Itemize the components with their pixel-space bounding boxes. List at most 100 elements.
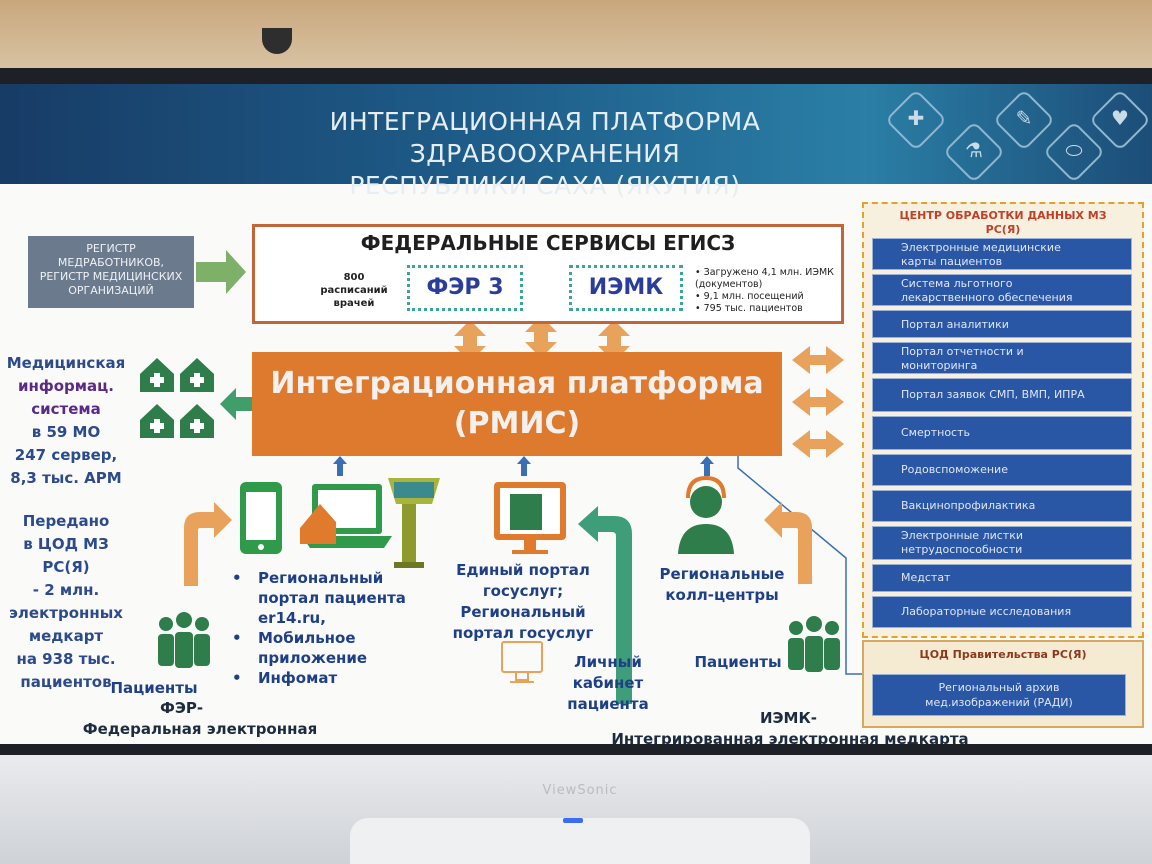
monitor-stand-foot (350, 818, 810, 864)
rmis-line-1: Интеграционная платформа (270, 366, 764, 401)
data-center-panel: ЦЕНТР ОБРАБОТКИ ДАННЫХ МЗ РС(Я) Электрон… (862, 202, 1144, 638)
service-emk: Электронные медицинские карты пациентов (872, 238, 1132, 270)
mis-line-2: информац. (18, 377, 114, 395)
flask-glyph-icon: ⚗ (965, 138, 983, 162)
leftright-arrow-3-icon (792, 430, 844, 458)
updown-arrow-2-icon (525, 316, 557, 358)
transfer-line-5: медкарт (28, 627, 104, 645)
patients-right-label: Пациенты (694, 653, 782, 671)
up-arrow-callcenter-icon (700, 456, 714, 476)
government-data-center-panel: ЦОД Правительства РС(Я) Региональный арх… (862, 640, 1144, 728)
federal-title: ФЕДЕРАЛЬНЫЕ СЕРВИСЫ ЕГИСЗ (360, 231, 736, 255)
fer-legend: ФЭР- Федеральная электронная регистратур… (30, 698, 370, 744)
service-line: Электронные листки (901, 529, 1024, 542)
capsule-glyph-icon: ⬭ (1065, 138, 1083, 162)
cross-glyph-icon: ✚ (907, 106, 925, 130)
fer3-box: ФЭР 3 (407, 265, 523, 311)
patients-right-group-icon (788, 616, 840, 672)
leftright-arrow-2-icon (792, 388, 844, 416)
rmis-center-arrows (792, 346, 844, 458)
gosuslugi-label: Единый портал госуслуг; Региональный пор… (448, 560, 598, 644)
mis-line-6: 8,3 тыс. АРМ (10, 469, 122, 487)
patient-portal-list: Региональный портал пациента er14.ru, Мо… (228, 568, 418, 688)
slide-header: ИНТЕГРАЦИОННАЯ ПЛАТФОРМА ЗДРАВООХРАНЕНИЯ… (0, 84, 1152, 200)
rmis-line-2: (РМИС) (453, 406, 581, 441)
fer-legend-line-2: Федеральная электронная регистратура (82, 720, 318, 744)
service-line: Портал заявок СМП, ВМП, ИПРА (901, 388, 1085, 401)
service-line: Электронные медицинские (901, 241, 1061, 254)
federal-stat: 795 тыс. пациентов (695, 303, 841, 315)
slide-title: ИНТЕГРАЦИОННАЯ ПЛАТФОРМА ЗДРАВООХРАНЕНИЯ… (200, 106, 890, 202)
patient-portal-item: Региональный портал пациента er14.ru, (228, 568, 418, 628)
service-sick-leave: Электронные листки нетрудоспособности (872, 526, 1132, 560)
radi-archive-box: Региональный архив мед.изображений (РАДИ… (872, 674, 1126, 716)
up-arrow-portal-icon (333, 456, 347, 476)
patient-portal-item: Инфомат (228, 668, 418, 688)
heart-glyph-icon: ♥ (1111, 106, 1129, 130)
registry-box: РЕГИСТР МЕДРАБОТНИКОВ, РЕГИСТР МЕДИЦИНСК… (28, 236, 194, 308)
slide-screen: ИНТЕГРАЦИОННАЯ ПЛАТФОРМА ЗДРАВООХРАНЕНИЯ… (0, 84, 1152, 744)
registry-arrow-icon (196, 250, 246, 294)
updown-arrow-1-icon (454, 320, 486, 362)
service-line: карты пациентов (901, 255, 1003, 268)
patients-left-group-icon (158, 612, 210, 668)
federal-stat: 9,1 млн. посещений (695, 291, 841, 303)
radi-line-2: мед.изображений (РАДИ) (925, 696, 1073, 709)
small-up-arrows (333, 456, 714, 476)
service-line: Лабораторные исследования (901, 605, 1072, 618)
federal-stats-list: Загружено 4,1 млн. ИЭМК (документов) 9,1… (695, 267, 841, 315)
gosuslugi-monitor-icon (494, 482, 566, 554)
schedules-line-2: расписаний (320, 285, 388, 296)
iemk-legend-line-1: ИЭМК- (760, 709, 817, 727)
iemk-box: ИЭМК (569, 265, 683, 311)
service-obstetrics: Родовспоможение (872, 454, 1132, 486)
service-lab: Лабораторные исследования (872, 596, 1132, 628)
rmis-platform-box: Интеграционная платформа (РМИС) (252, 352, 782, 456)
laptop-icon (300, 484, 392, 548)
title-line-1: ИНТЕГРАЦИОННАЯ ПЛАТФОРМА ЗДРАВООХРАНЕНИЯ (329, 107, 761, 168)
service-line: мониторинга (901, 359, 978, 372)
service-line: Смертность (901, 426, 970, 439)
personal-cabinet-label: Личный кабинет пациента (560, 652, 656, 715)
callcenter-line-1: Региональные (659, 565, 785, 583)
power-led-icon (563, 818, 583, 823)
service-requests: Портал заявок СМП, ВМП, ИПРА (872, 378, 1132, 412)
service-mortality: Смертность (872, 416, 1132, 450)
patients-left-label: Пациенты (110, 679, 198, 697)
gosuslugi-line-2: госуслуг; (482, 582, 564, 600)
transfer-description: Передано в ЦОД МЗ РС(Я) - 2 млн. электро… (2, 510, 130, 694)
callcenter-line-2: колл-центры (665, 586, 779, 604)
service-line: Портал отчетности и (901, 345, 1024, 358)
security-camera-icon (262, 28, 292, 54)
leftright-arrow-1-icon (792, 346, 844, 374)
federal-rmis-arrows (454, 316, 630, 362)
data-center-title-line-1: ЦЕНТР ОБРАБОТКИ ДАННЫХ МЗ (899, 209, 1107, 222)
kiosk-icon (388, 478, 440, 568)
transfer-line-3: - 2 млн. (32, 581, 100, 599)
updown-arrow-3-icon (598, 320, 630, 362)
mis-line-5: 247 сервер, (14, 446, 118, 464)
service-analytics: Портал аналитики (872, 310, 1132, 338)
mis-description: Медицинская информац. система в 59 МО 24… (2, 352, 130, 490)
service-line: Портал аналитики (901, 318, 1009, 331)
iemk-legend-line-2: Интегрированная электронная медкарта (611, 730, 969, 744)
gosuslugi-line-3: Региональный (460, 603, 586, 621)
transfer-line-6: на 938 тыс. (16, 650, 116, 668)
cabinet-line-1: Личный (574, 653, 642, 671)
service-line: лекарственного обеспечения (901, 291, 1073, 304)
transfer-line-1: Передано (22, 512, 110, 530)
diagram-arrows (140, 250, 862, 704)
mis-line-4: в 59 МО (31, 423, 101, 441)
up-arrow-gosuslugi-icon (517, 456, 531, 476)
data-center-title: ЦЕНТР ОБРАБОТКИ ДАННЫХ МЗ РС(Я) (864, 209, 1142, 237)
government-data-center-title: ЦОД Правительства РС(Я) (919, 648, 1087, 661)
patients-right-arrow-icon (764, 502, 812, 584)
transfer-line-4: электронных (9, 604, 123, 622)
monitor-brand: ViewSonic (542, 783, 618, 798)
cabinet-line-2: кабинет (572, 674, 644, 692)
schedules-line-1: 800 (343, 272, 365, 283)
service-line: Вакцинопрофилактика (901, 499, 1036, 512)
service-line: Медстат (901, 571, 951, 584)
pen-glyph-icon: ✎ (1015, 106, 1033, 130)
registry-line-2: МЕДРАБОТНИКОВ, (57, 256, 165, 269)
